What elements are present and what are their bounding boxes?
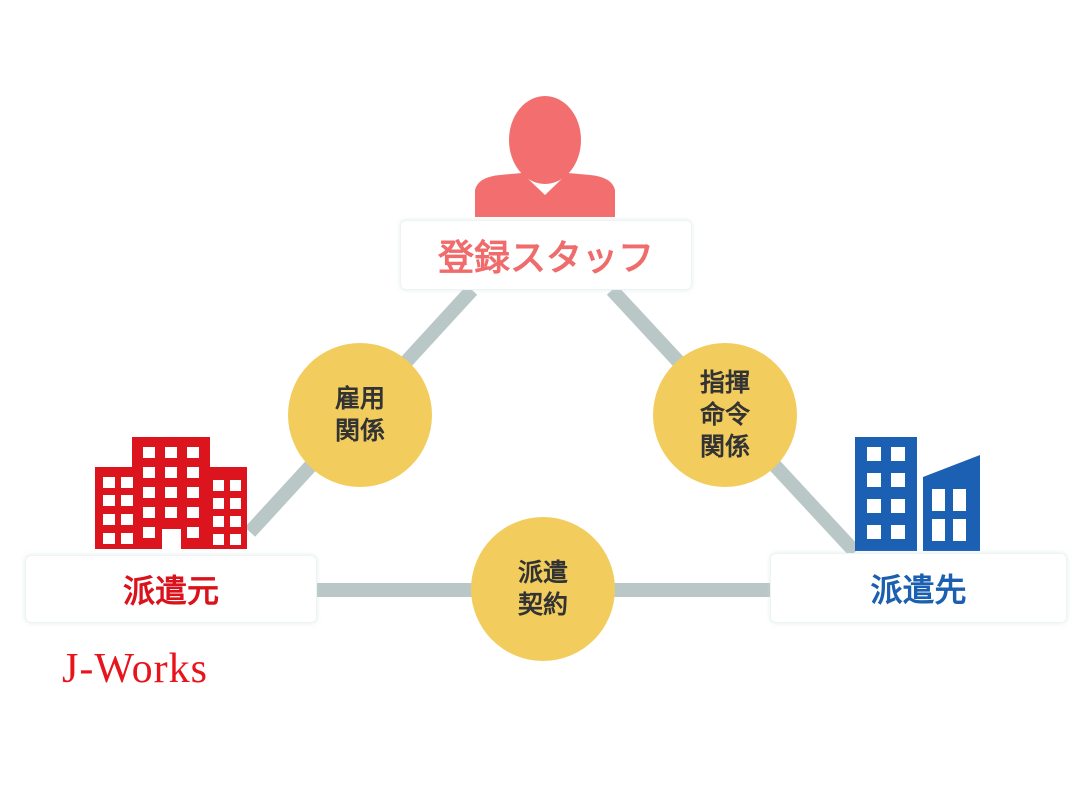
person-icon	[475, 96, 615, 217]
dispatcher-label: 派遣元	[25, 555, 317, 623]
contract-line1: 派遣	[517, 558, 568, 587]
dispatcher-building-icon	[95, 437, 247, 549]
contract-relation-badge: 派遣 契約	[471, 517, 615, 661]
command-line3: 関係	[699, 432, 750, 461]
brand-name: J-Works	[62, 646, 208, 692]
client-building-icon	[855, 437, 980, 551]
employment-line1: 雇用	[334, 384, 385, 413]
command-relation-badge: 指揮 命令 関係	[653, 343, 797, 487]
command-line2: 命令	[699, 400, 750, 429]
staff-label: 登録スタッフ	[400, 220, 692, 290]
command-line1: 指揮	[699, 368, 750, 397]
client-label: 派遣先	[770, 553, 1067, 623]
employment-relation-badge: 雇用 関係	[288, 343, 432, 487]
employment-line2: 関係	[334, 416, 385, 445]
contract-line2: 契約	[517, 590, 568, 619]
